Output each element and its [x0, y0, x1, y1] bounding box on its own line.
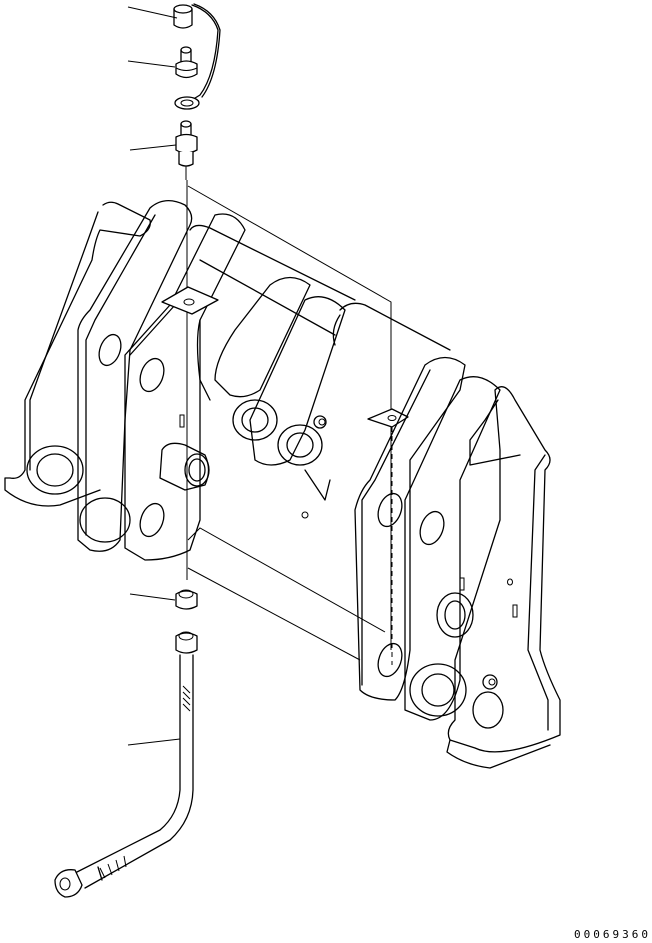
nut-part — [175, 589, 198, 610]
coupler-frame — [4, 185, 561, 769]
leader-lines — [127, 6, 181, 746]
grease-nipple-part — [175, 46, 198, 79]
cap-part — [173, 3, 221, 110]
adapter-part — [175, 120, 198, 180]
figure-number: 00069360 — [574, 928, 651, 941]
grease-hose-part — [54, 631, 198, 898]
